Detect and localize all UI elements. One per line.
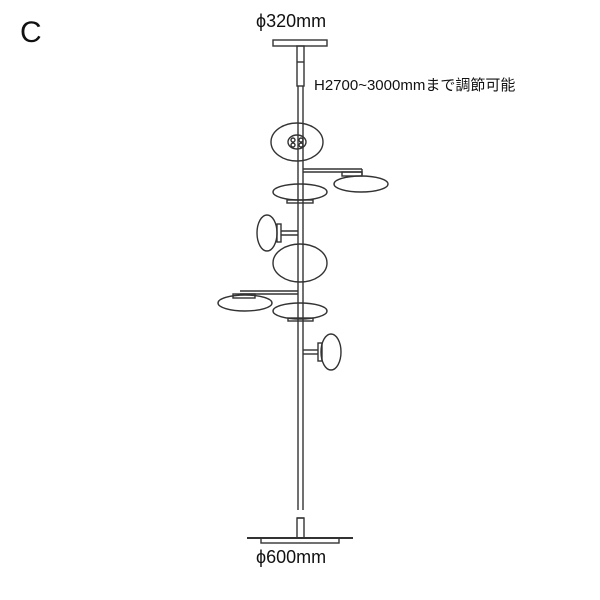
shade-center-upper — [272, 183, 328, 201]
ceiling-diameter-label: ϕ320mm — [256, 11, 327, 31]
lower-pole-sleeve — [296, 517, 305, 539]
shade-left-lower — [217, 294, 273, 312]
base-plate — [260, 537, 340, 544]
shade-left-vertical — [256, 214, 278, 252]
ceiling-plate — [272, 39, 328, 47]
height-adjustable-note: H2700~3000mmまで調節可能 — [314, 77, 516, 94]
variant-label: C — [20, 16, 42, 49]
shade-right-upper — [333, 175, 389, 193]
shade-top-facing — [270, 122, 324, 162]
shade-right-vertical — [320, 333, 342, 371]
base-diameter-label: ϕ600mm — [256, 547, 327, 567]
shade-center-lower — [272, 302, 328, 320]
shade-center-globe — [272, 243, 328, 283]
upper-pole-sleeve — [296, 45, 305, 87]
